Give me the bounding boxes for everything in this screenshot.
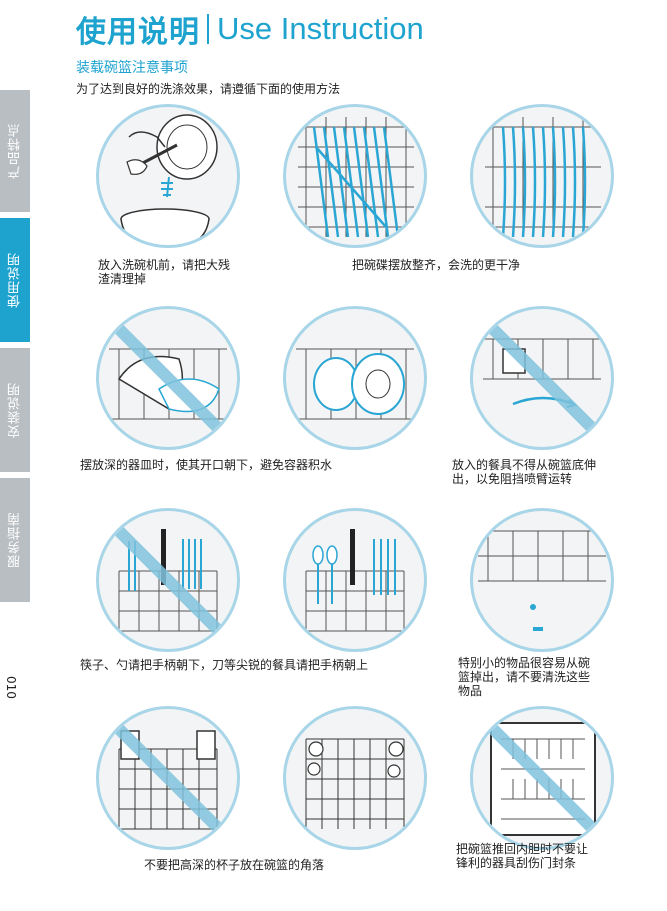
section-subtitle: 装载碗篮注意事项: [76, 60, 188, 76]
bowls-open-up-illustration: [96, 306, 240, 450]
plates-arranged-illustration: [283, 104, 427, 248]
cups-in-corner-illustration: [96, 706, 240, 850]
tab-product-features[interactable]: 产品特点: [0, 90, 30, 212]
tab-label: 产品特点: [7, 123, 23, 179]
plates-aligned-illustration: [470, 104, 614, 248]
tab-service-guide[interactable]: 服务指南: [0, 478, 30, 602]
tab-installation[interactable]: 安装说明: [0, 348, 30, 472]
caption-scrape-leftovers: 放入洗碗机前，请把大残 渣清理掉: [98, 258, 231, 286]
tab-label: 使用说明: [7, 252, 23, 308]
caption-cutlery: 筷子、勺请把手柄朝下，刀等尖锐的餐具请把手柄朝上: [80, 658, 369, 672]
small-items-falling-illustration: [470, 508, 614, 652]
caption-small-items: 特别小的物品很容易从碗 篮掉出，请不要清洗这些 物品: [458, 656, 591, 698]
caption-items-protruding: 放入的餐具不得从碗篮底伸 出，以免阻挡喷臂运转: [452, 458, 597, 486]
page-title: 使用说明 Use Instruction: [76, 8, 424, 50]
page-number: 010: [4, 676, 18, 699]
caption-door-seal: 把碗篮推回内胆时不要让 锋利的器具刮伤门封条: [456, 842, 589, 870]
item-below-basket-illustration: [470, 306, 614, 450]
scrape-leftovers-illustration: [96, 104, 240, 248]
caption-tall-cups: 不要把高深的杯子放在碗篮的角落: [144, 858, 325, 872]
title-english: Use Instruction: [217, 11, 424, 46]
intro-text: 为了达到良好的洗涤效果，请遵循下面的使用方法: [76, 82, 341, 96]
title-chinese: 使用说明: [76, 15, 200, 50]
tab-label: 服务指南: [7, 512, 23, 568]
bowls-open-down-illustration: [283, 306, 427, 450]
cutlery-wrong-illustration: [96, 508, 240, 652]
caption-deep-dishes: 摆放深的器皿时，使其开口朝下，避免容器积水: [80, 458, 333, 472]
tab-usage-instructions[interactable]: 使用说明: [0, 218, 30, 342]
cutlery-correct-illustration: [283, 508, 427, 652]
tab-label: 安装说明: [7, 382, 23, 438]
caption-arrange-plates: 把碗碟摆放整齐，会洗的更干净: [352, 258, 521, 272]
door-seal-scratch-illustration: [470, 706, 614, 850]
cups-in-basket-illustration: [283, 706, 427, 850]
title-divider: [207, 14, 209, 44]
